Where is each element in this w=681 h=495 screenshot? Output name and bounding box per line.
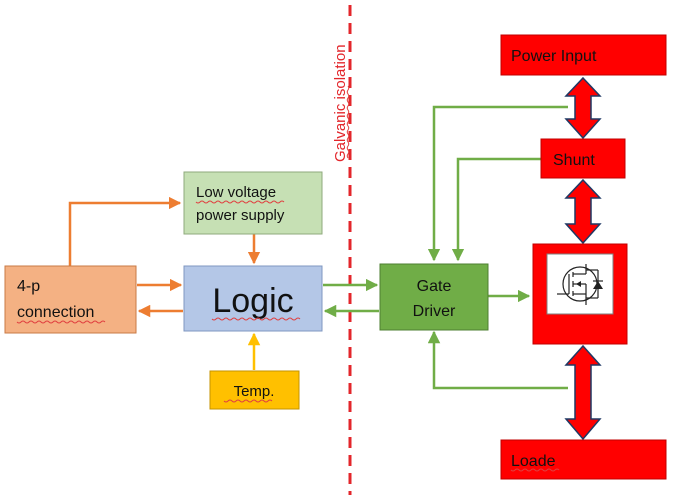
switch-block bbox=[532, 243, 628, 345]
logic-label: Logic bbox=[212, 282, 293, 320]
gate-driver-line1: Gate bbox=[417, 278, 452, 295]
connection-line1: 4-p bbox=[17, 278, 40, 295]
gate-driver-block: Gate Driver bbox=[379, 263, 489, 331]
load-label: Loade bbox=[511, 453, 556, 470]
temp-label: Temp. bbox=[234, 383, 275, 400]
arrow-shunt-sense-to-driver bbox=[451, 157, 541, 262]
arrow-power-sense-to-driver bbox=[427, 105, 568, 262]
low-voltage-line1: Low voltage bbox=[196, 184, 276, 201]
temp-block: Temp. bbox=[209, 370, 300, 410]
power-input-label: Power Input bbox=[511, 48, 597, 65]
connection-block: 4-p connection bbox=[4, 265, 137, 334]
logic-block: Logic bbox=[183, 265, 323, 332]
mosfet-icon bbox=[557, 264, 603, 305]
power-input-block: Power Input bbox=[500, 34, 667, 76]
shunt-label: Shunt bbox=[553, 152, 595, 169]
power-arrow-shunt-switch bbox=[564, 178, 602, 245]
load-block: Loade bbox=[500, 439, 667, 480]
arrow-load-sense-to-driver bbox=[427, 330, 568, 390]
shunt-block: Shunt bbox=[540, 138, 626, 179]
arrow-connection-to-lv-supply bbox=[68, 196, 182, 266]
power-arrow-switch-load bbox=[564, 344, 602, 441]
gate-driver-line2: Driver bbox=[413, 303, 456, 320]
isolation-label: Galvanic isolation bbox=[332, 44, 349, 162]
connection-line2: connection bbox=[17, 304, 94, 321]
low-voltage-line2: power supply bbox=[196, 207, 285, 224]
power-arrow-input-shunt bbox=[564, 76, 602, 140]
